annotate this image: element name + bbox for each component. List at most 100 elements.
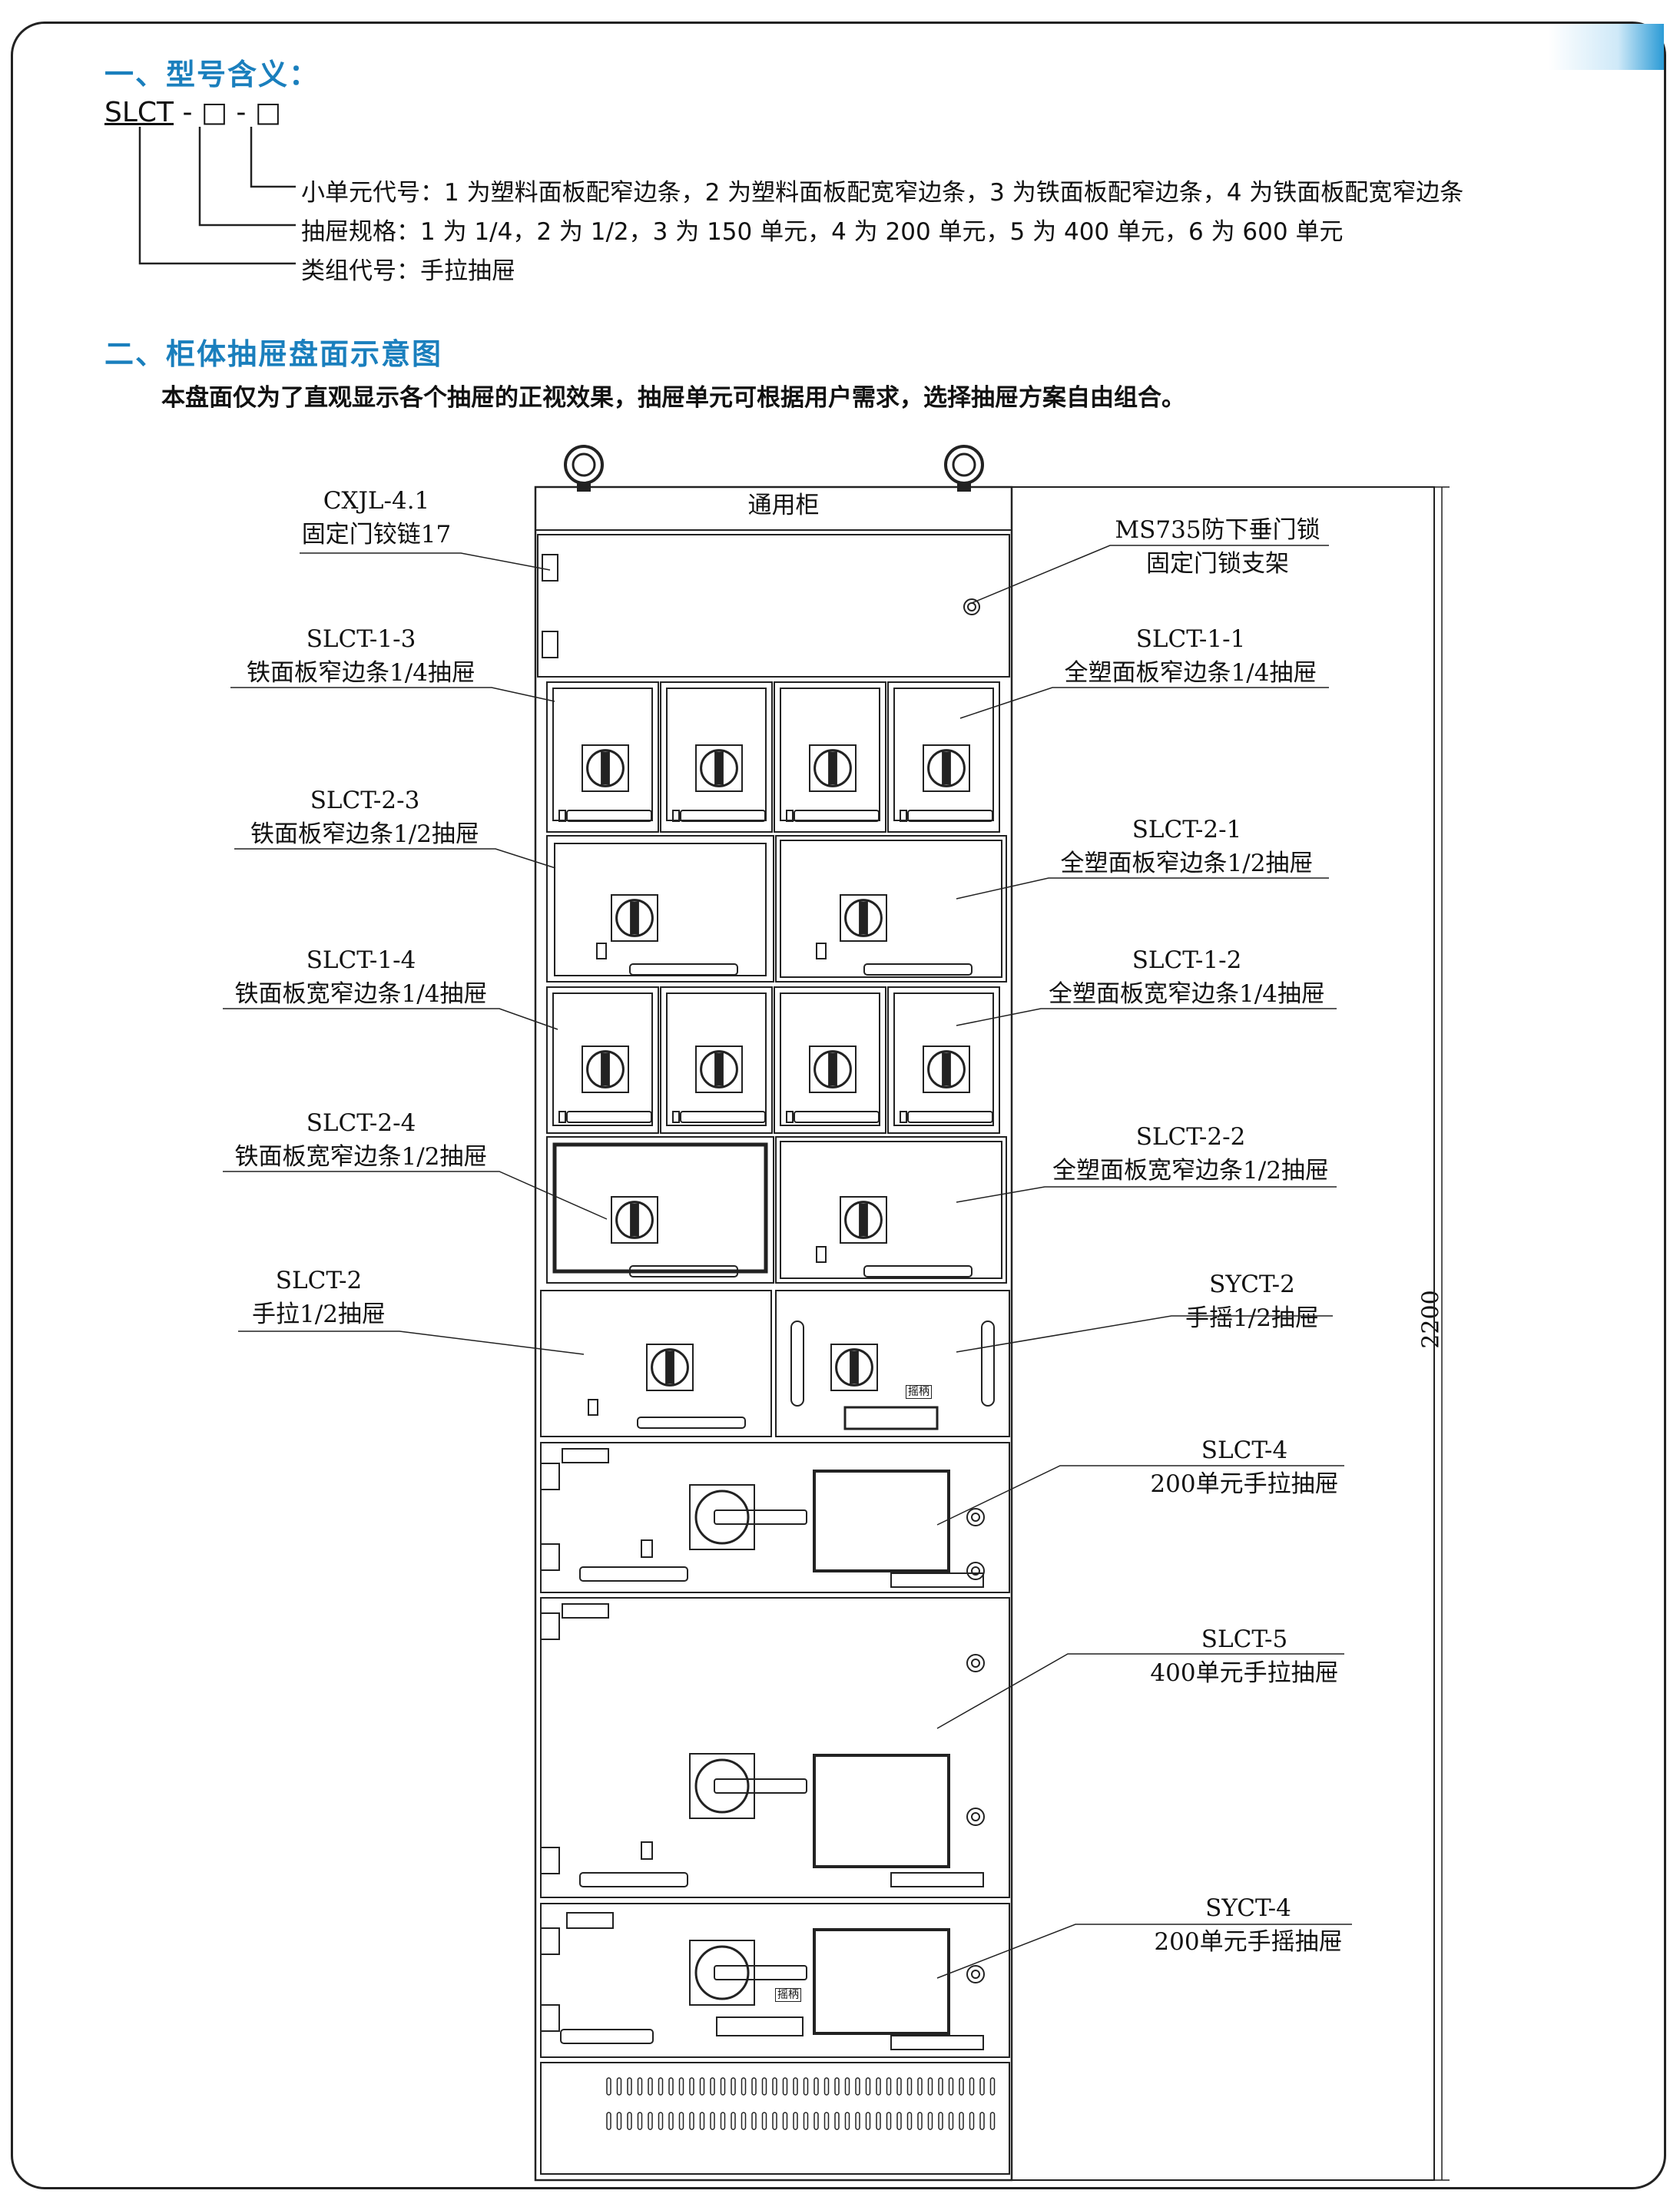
vent-slot [876, 2077, 881, 2096]
vent-slot [793, 2077, 798, 2096]
switch-dial-icon [700, 749, 738, 787]
indicator-slot [900, 810, 907, 822]
indicator-slot [596, 943, 607, 959]
switch-handle [859, 1203, 868, 1237]
rotary-switch [830, 1344, 878, 1391]
vent-slot [751, 2112, 757, 2130]
indicator-slot [588, 1399, 598, 1416]
crank-tag: 摇柄 [906, 1385, 932, 1399]
vent-slot [948, 2077, 954, 2096]
switch-dial-icon [651, 1348, 689, 1387]
cabinet-title: 通用柜 [747, 492, 820, 519]
operating-lever [714, 1778, 807, 1794]
rotary-switch [923, 744, 970, 792]
switch-dial-icon [700, 1050, 738, 1089]
rotary-switch [582, 744, 629, 792]
vent-slot [648, 2077, 653, 2096]
switch-dial-icon [586, 749, 625, 787]
drawer-pull-handle [629, 1265, 738, 1277]
code-item-3: 类组代号：手拉抽屉 [301, 257, 515, 285]
vent-slot [886, 2077, 892, 2096]
vent-slot [948, 2112, 954, 2130]
fixed-door [537, 534, 1010, 678]
drawer-pull-handle [907, 1111, 993, 1123]
operating-handle-base [689, 1753, 755, 1819]
vent-slot [627, 2077, 632, 2096]
half-drawer-row-2 [546, 835, 1007, 983]
code-item-2: 抽屉规格：1 为 1/4，2 为 1/2，3 为 150 单元，4 为 200 … [301, 218, 1344, 246]
cabinet-side [1011, 486, 1435, 2181]
section1-title: 一、型号含义： [104, 58, 320, 91]
drawer-pull-handle [680, 1111, 766, 1123]
vent-slot [855, 2112, 860, 2130]
label-ms735: MS735防下垂门锁固定门锁支架 [1115, 516, 1320, 578]
vent-slot [741, 2077, 747, 2096]
vent-slot [969, 2112, 975, 2130]
vent-slot [699, 2112, 705, 2130]
vent-slot [772, 2077, 777, 2096]
vent-slot [668, 2112, 674, 2130]
drawer-pull-handle [794, 1111, 880, 1123]
rotary-switch [809, 1046, 857, 1093]
vent-slot [761, 2112, 767, 2130]
vent-slot [731, 2077, 736, 2096]
drawer-pull-handle [907, 810, 993, 822]
vent-slot [648, 2112, 653, 2130]
vent-slot [710, 2112, 715, 2130]
drawer-pull-handle [680, 810, 766, 822]
vent-slot [720, 2112, 726, 2130]
vent-slot [678, 2112, 684, 2130]
switch-dial-icon [586, 1050, 625, 1089]
switch-handle [850, 1350, 859, 1384]
section2-note: 本盘面仅为了直观显示各个抽屉的正视效果，抽屉单元可根据用户需求，选择抽屉方案自由… [161, 384, 1185, 412]
half-drawer-row-5 [540, 1290, 1010, 1437]
indicator-slot [786, 1111, 794, 1123]
vent-slot [989, 2112, 996, 2130]
switch-dial-icon [927, 749, 966, 787]
vent-slot [979, 2112, 985, 2130]
indicator-slot [816, 1246, 827, 1263]
leader-lines-left [223, 552, 608, 1355]
rotary-switch [611, 1196, 658, 1244]
indicator-slot [900, 1111, 907, 1123]
switch-handle [601, 1052, 610, 1086]
vent-slot [741, 2112, 747, 2130]
vent-slot [813, 2112, 819, 2130]
switch-handle [828, 751, 837, 785]
vent-slot [689, 2112, 694, 2130]
rotary-switch [809, 744, 857, 792]
switch-handle [942, 751, 951, 785]
indicator-slot [672, 1111, 680, 1123]
quarter-drawer-row-3 [546, 986, 1000, 1134]
rotary-switch [840, 1196, 887, 1244]
rotary-switch [840, 894, 887, 942]
vent-slot [606, 2077, 611, 2096]
indicator-slot [816, 943, 827, 959]
vent-slot [710, 2077, 715, 2096]
switch-handle [828, 1052, 837, 1086]
vent-slot [927, 2077, 933, 2096]
vent-slot [658, 2112, 664, 2130]
operating-lever [714, 1965, 807, 1980]
vent-slot [844, 2077, 850, 2096]
vent-slot [823, 2077, 830, 2096]
rotary-switch [582, 1046, 629, 1093]
vent-panel [540, 2062, 1010, 2175]
indicator-slot [672, 810, 680, 822]
switch-dial-icon [615, 1201, 654, 1239]
leader-lines-right [936, 545, 1352, 1979]
vent-slot [896, 2077, 902, 2096]
vent-slot [658, 2077, 664, 2096]
drawer-pull-handle [863, 963, 973, 976]
vent-slot [865, 2077, 871, 2096]
rotary-switch [695, 744, 743, 792]
vent-slot [616, 2112, 622, 2130]
vent-slot [720, 2077, 726, 2096]
indicator-slot [558, 1111, 566, 1123]
vent-slot [979, 2077, 985, 2096]
